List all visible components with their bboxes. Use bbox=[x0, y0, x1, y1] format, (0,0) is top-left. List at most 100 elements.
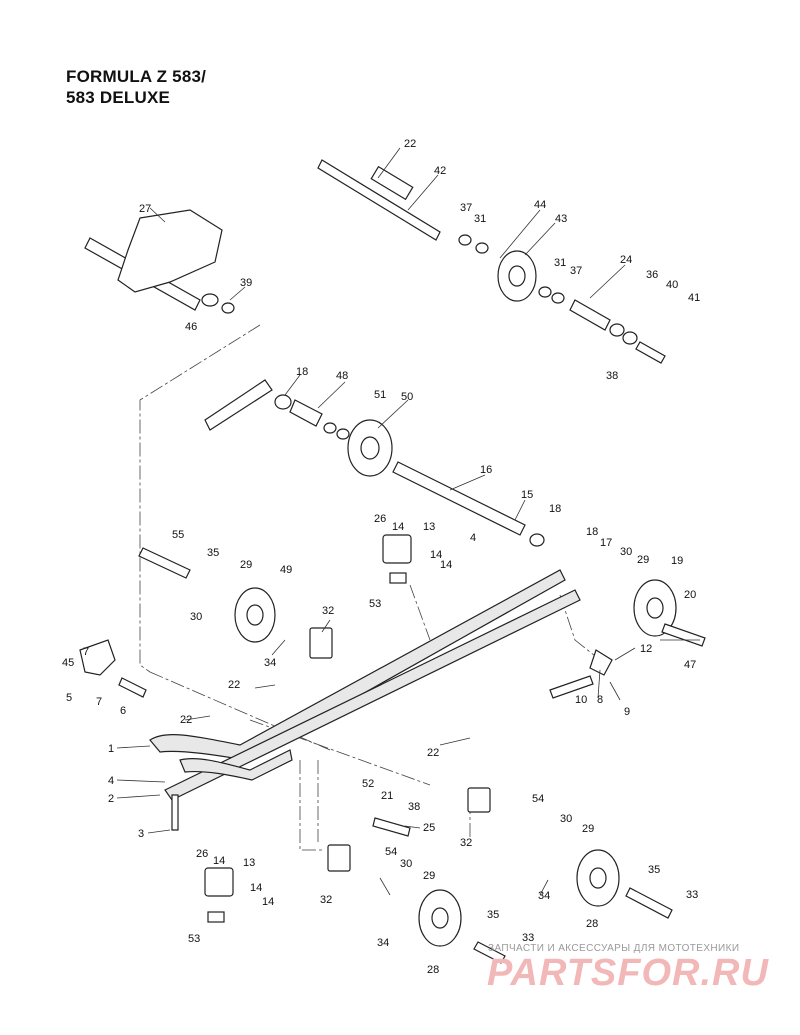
callout-29-d: 29 bbox=[423, 870, 435, 882]
callout-18-c: 18 bbox=[586, 526, 598, 538]
callout-34-c: 34 bbox=[377, 937, 389, 949]
callout-51: 51 bbox=[374, 389, 386, 401]
callout-4-b: 4 bbox=[108, 775, 114, 787]
callout-52: 52 bbox=[362, 778, 374, 790]
callout-24: 24 bbox=[620, 254, 632, 266]
callout-3: 3 bbox=[138, 828, 144, 840]
callout-4: 4 bbox=[470, 532, 476, 544]
callout-32: 32 bbox=[322, 605, 334, 617]
middle-shaft-assembly bbox=[204, 379, 545, 547]
callout-35-c: 35 bbox=[487, 909, 499, 921]
callout-18: 18 bbox=[296, 366, 308, 378]
callout-33-b: 33 bbox=[522, 932, 534, 944]
callout-49: 49 bbox=[280, 564, 292, 576]
callout-37-b: 37 bbox=[570, 265, 582, 277]
callout-53-b: 53 bbox=[188, 933, 200, 945]
callout-19: 19 bbox=[671, 555, 683, 567]
callout-7-b: 7 bbox=[96, 696, 102, 708]
callout-16: 16 bbox=[480, 464, 492, 476]
callout-15: 15 bbox=[521, 489, 533, 501]
callout-42: 42 bbox=[434, 165, 446, 177]
upper-shaft-assembly bbox=[317, 159, 666, 364]
callout-10: 10 bbox=[575, 694, 587, 706]
callout-38: 38 bbox=[606, 370, 618, 382]
callout-22: 22 bbox=[228, 679, 240, 691]
callout-17: 17 bbox=[600, 537, 612, 549]
callout-2: 2 bbox=[108, 793, 114, 805]
callout-37: 37 bbox=[460, 202, 472, 214]
callout-36: 36 bbox=[646, 269, 658, 281]
callout-44: 44 bbox=[534, 199, 546, 211]
callout-39: 39 bbox=[240, 277, 252, 289]
callout-11: 12 bbox=[640, 643, 652, 655]
leader-lines bbox=[116, 147, 700, 896]
callout-30-d: 30 bbox=[400, 858, 412, 870]
callout-29-c: 29 bbox=[582, 823, 594, 835]
callout-45: 45 bbox=[62, 657, 74, 669]
callout-29-b: 29 bbox=[240, 559, 252, 571]
callout-33: 33 bbox=[686, 889, 698, 901]
callout-31: 31 bbox=[474, 213, 486, 225]
callout-40: 40 bbox=[666, 279, 678, 291]
callout-38-b: 38 bbox=[408, 801, 420, 813]
callout-29: 29 bbox=[637, 554, 649, 566]
part-callouts: 22 42 44 37 31 43 31 37 24 36 40 41 38 2… bbox=[62, 138, 700, 976]
callout-9: 9 bbox=[624, 706, 630, 718]
callout-34-b: 34 bbox=[538, 890, 550, 902]
callout-28: 28 bbox=[586, 918, 598, 930]
callout-30-c: 30 bbox=[560, 813, 572, 825]
callout-8: 8 bbox=[597, 694, 603, 706]
callout-31-b: 31 bbox=[554, 257, 566, 269]
callout-22-b: 22 bbox=[180, 714, 192, 726]
title-line-2: 583 DELUXE bbox=[66, 88, 171, 107]
watermark-logo: PARTSFOR.RU bbox=[487, 952, 769, 994]
callout-26: 26 bbox=[374, 513, 386, 525]
title-line-1: FORMULA Z 583/ bbox=[66, 67, 207, 86]
callout-43: 43 bbox=[555, 213, 567, 225]
callout-34: 34 bbox=[264, 657, 276, 669]
callout-47: 47 bbox=[684, 659, 696, 671]
watermark-caption: ЗАПЧАСТИ И АКСЕССУАРЫ ДЛЯ МОТОТЕХНИКИ bbox=[488, 943, 740, 954]
callout-18-b: 18 bbox=[549, 503, 561, 515]
callout-28-b: 28 bbox=[427, 964, 439, 976]
callout-20: 20 bbox=[684, 589, 696, 601]
callout-35-b: 35 bbox=[648, 864, 660, 876]
wheels bbox=[234, 579, 677, 947]
callout-32-c: 32 bbox=[320, 894, 332, 906]
callout-12-b: 13 bbox=[243, 857, 255, 869]
callout-50: 50 bbox=[401, 391, 413, 403]
callout-21: 21 bbox=[381, 790, 393, 802]
callout-55: 55 bbox=[172, 529, 184, 541]
callout-30-b: 30 bbox=[190, 611, 202, 623]
callout-48: 48 bbox=[336, 370, 348, 382]
callout-30: 30 bbox=[620, 546, 632, 558]
callout-25: 25 bbox=[423, 822, 435, 834]
callout-13-b: 14 bbox=[262, 896, 274, 908]
callout-7: 7 bbox=[83, 646, 89, 658]
diagram-title: FORMULA Z 583/ 583 DELUXE bbox=[66, 66, 206, 108]
callout-14-d: 14 bbox=[250, 882, 262, 894]
callout-54: 54 bbox=[532, 793, 544, 805]
callout-6: 6 bbox=[120, 705, 126, 717]
callout-23: 22 bbox=[404, 138, 416, 150]
callout-35: 35 bbox=[207, 547, 219, 559]
callout-41: 41 bbox=[688, 292, 700, 304]
callout-14: 14 bbox=[392, 521, 404, 533]
small-parts bbox=[79, 534, 706, 964]
callout-14-b: 14 bbox=[430, 549, 442, 561]
callout-5: 5 bbox=[66, 692, 72, 704]
callout-26-b: 26 bbox=[196, 848, 208, 860]
callout-12: 13 bbox=[423, 521, 435, 533]
callout-27: 27 bbox=[139, 203, 151, 215]
callout-46: 46 bbox=[185, 321, 197, 333]
callout-32-b: 32 bbox=[460, 837, 472, 849]
callout-14-c: 14 bbox=[213, 855, 225, 867]
callout-1: 1 bbox=[108, 743, 114, 755]
callout-54-b: 54 bbox=[385, 846, 397, 858]
upper-bracket-assembly bbox=[84, 209, 235, 314]
callout-22-c: 22 bbox=[427, 747, 439, 759]
slide-rails bbox=[149, 569, 581, 801]
callout-53: 53 bbox=[369, 598, 381, 610]
callout-13: 14 bbox=[440, 559, 452, 571]
